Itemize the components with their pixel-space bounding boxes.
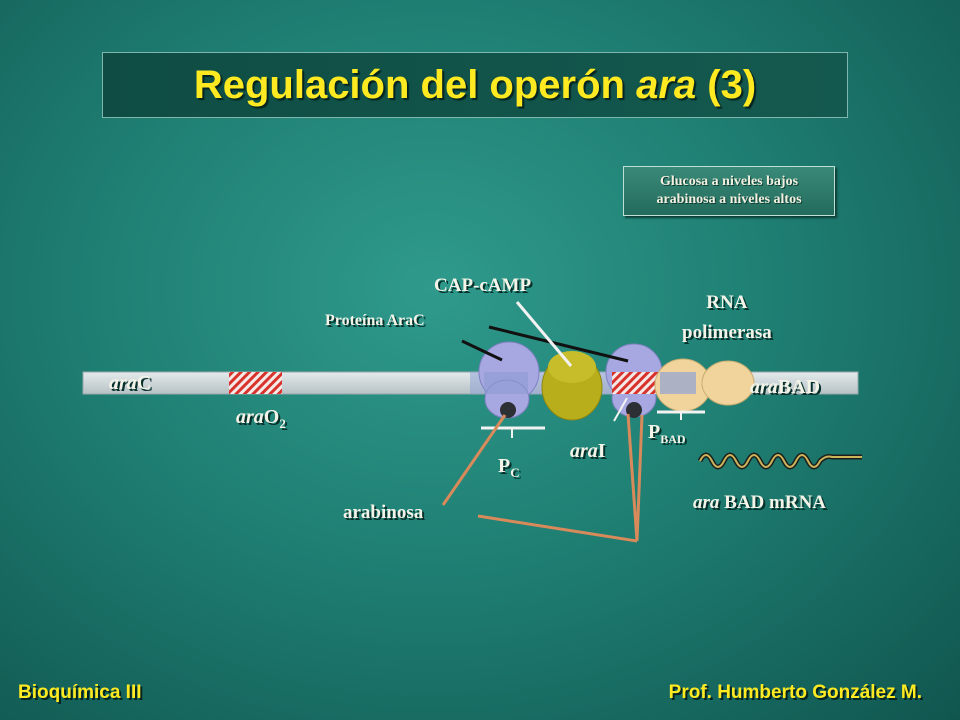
label-arai: araI bbox=[570, 440, 606, 462]
arabinosa-line-4 bbox=[635, 414, 644, 542]
label-proteina-arac: Proteína AraC bbox=[325, 312, 425, 329]
label-arabinosa: arabinosa bbox=[343, 502, 424, 523]
title-bar: Regulación del operón ara (3) bbox=[102, 52, 848, 118]
condition-line-2: arabinosa a niveles altos bbox=[656, 192, 802, 207]
arac-left-box bbox=[484, 372, 528, 394]
pointer-arai bbox=[613, 397, 628, 422]
label-rna-polymerase-line1: RNA bbox=[706, 292, 748, 313]
pointer-cap bbox=[515, 301, 573, 367]
cap-camp-protein-top bbox=[548, 351, 596, 383]
arabinose-right bbox=[626, 402, 642, 418]
arabinosa-line-3 bbox=[626, 413, 639, 542]
arao2-site bbox=[229, 372, 282, 394]
label-rna-polymerase-line2: polimerasa bbox=[682, 322, 772, 343]
label-arao2: araO2 bbox=[236, 406, 286, 431]
rna-polymerase-right bbox=[701, 360, 755, 406]
condition-line-1: Glucosa a niveles bajos bbox=[659, 174, 799, 189]
arabinosa-line-2 bbox=[477, 514, 638, 543]
slide-title: Regulación del operón ara (3) bbox=[193, 62, 757, 107]
arabinose-left bbox=[500, 402, 516, 418]
footer-course: Bioquímica III bbox=[18, 682, 142, 703]
label-arabad-mrna: ara BAD mRNA bbox=[693, 492, 827, 513]
arai-site bbox=[612, 372, 658, 394]
rna-polymerase-box bbox=[660, 372, 696, 394]
label-pc: PC bbox=[498, 455, 520, 480]
pointer-protein-right bbox=[488, 325, 629, 363]
label-rna-polymerase: RNA polimerasa bbox=[682, 288, 772, 348]
label-arac-gene: araC bbox=[109, 372, 152, 394]
footer-professor: Prof. Humberto González M. bbox=[668, 682, 922, 703]
arabinosa-line-1 bbox=[441, 414, 507, 506]
pointer-protein-left bbox=[461, 339, 503, 362]
label-cap-camp: CAP-cAMP bbox=[434, 275, 532, 296]
label-pbad: PBAD bbox=[648, 421, 686, 446]
label-arabad-gene: araBAD bbox=[750, 376, 821, 398]
condition-box: Glucosa a niveles bajos arabinosa a nive… bbox=[623, 166, 835, 216]
mrna-squiggle-highlight bbox=[699, 454, 862, 468]
